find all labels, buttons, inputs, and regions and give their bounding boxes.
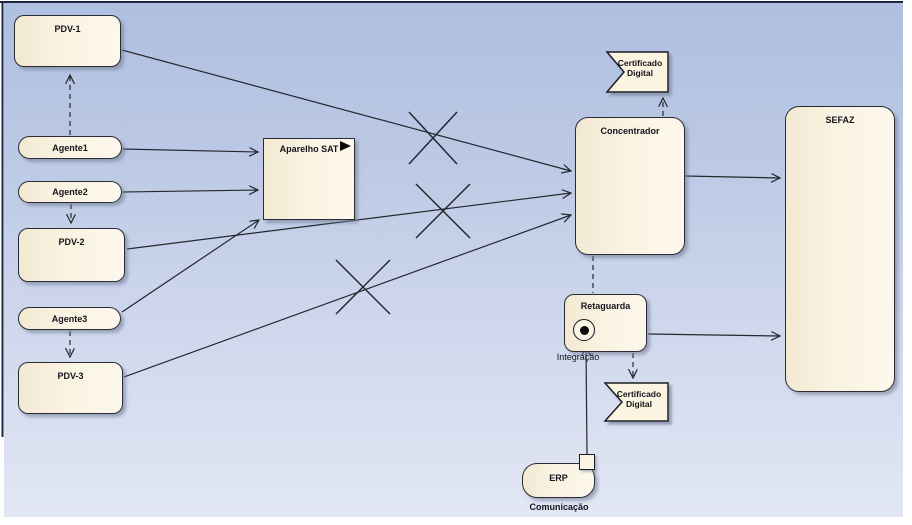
connector-pdv1-concentrador[interactable] (121, 49, 571, 171)
node-label: Agente2 (52, 187, 88, 197)
provided-interface-ball-icon[interactable] (573, 319, 595, 341)
node-label: PDV-2 (58, 237, 85, 247)
node-agente2[interactable]: Agente2 (18, 181, 122, 203)
integracao-label: Integração (556, 352, 600, 362)
cross-mark-pdv1 (408, 111, 458, 165)
node-pdv2[interactable]: PDV-2 (18, 228, 125, 282)
cross-mark-pdv3 (335, 259, 391, 315)
certificado-digital-label-top: Certificado Digital (614, 58, 666, 78)
node-sefaz[interactable]: SEFAZ (785, 106, 895, 392)
node-label: Aparelho SAT (279, 144, 339, 154)
crossed-connection-marks (335, 111, 471, 315)
diagram-canvas (4, 3, 903, 517)
node-label: SEFAZ (825, 115, 855, 125)
node-label: PDV-3 (57, 371, 84, 381)
connector-pdv3-concentrador[interactable] (123, 215, 571, 378)
node-label: Concentrador (600, 126, 660, 136)
certificado-digital-flag-bottom[interactable] (603, 382, 669, 422)
certificado-digital-flag-top[interactable] (605, 51, 669, 93)
connector-concentrador-sefaz[interactable] (684, 176, 780, 178)
node-label: Agente3 (51, 313, 88, 324)
connector-pdv2-concentrador[interactable] (126, 193, 571, 250)
node-label: Retaguarda (580, 301, 631, 311)
flag-text-line2: Digital (627, 68, 653, 78)
cross-mark-pdv2 (415, 183, 471, 239)
comunicacao-label: Comunicação (529, 502, 589, 512)
flag-text-line1: Certificado (616, 389, 662, 399)
certificado-digital-label-bottom: Certificado Digital (613, 389, 665, 409)
connector-erp-integracao[interactable] (586, 347, 587, 457)
ball-inner-dot (579, 325, 589, 335)
node-aparelho-sat[interactable]: Aparelho SAT (263, 138, 355, 220)
node-pdv1[interactable]: PDV-1 (14, 15, 121, 67)
node-pdv3[interactable]: PDV-3 (18, 362, 123, 414)
flag-text-line2: Digital (626, 399, 652, 409)
node-agente1[interactable]: Agente1 (18, 136, 122, 159)
node-label: ERP (549, 472, 568, 483)
erp-port-icon[interactable] (579, 454, 595, 470)
node-concentrador[interactable]: Concentrador (575, 117, 685, 255)
connector-retaguarda-sefaz[interactable] (647, 334, 780, 336)
connector-agente3-sat[interactable] (121, 220, 259, 313)
node-label: Agente1 (52, 142, 88, 153)
node-label: PDV-1 (54, 24, 81, 34)
node-agente3[interactable]: Agente3 (18, 307, 121, 330)
connector-agente2-sat[interactable] (122, 190, 258, 192)
play-triangle-icon (340, 141, 351, 151)
connector-agente1-sat[interactable] (122, 149, 258, 152)
flag-text-line1: Certificado (617, 58, 663, 68)
